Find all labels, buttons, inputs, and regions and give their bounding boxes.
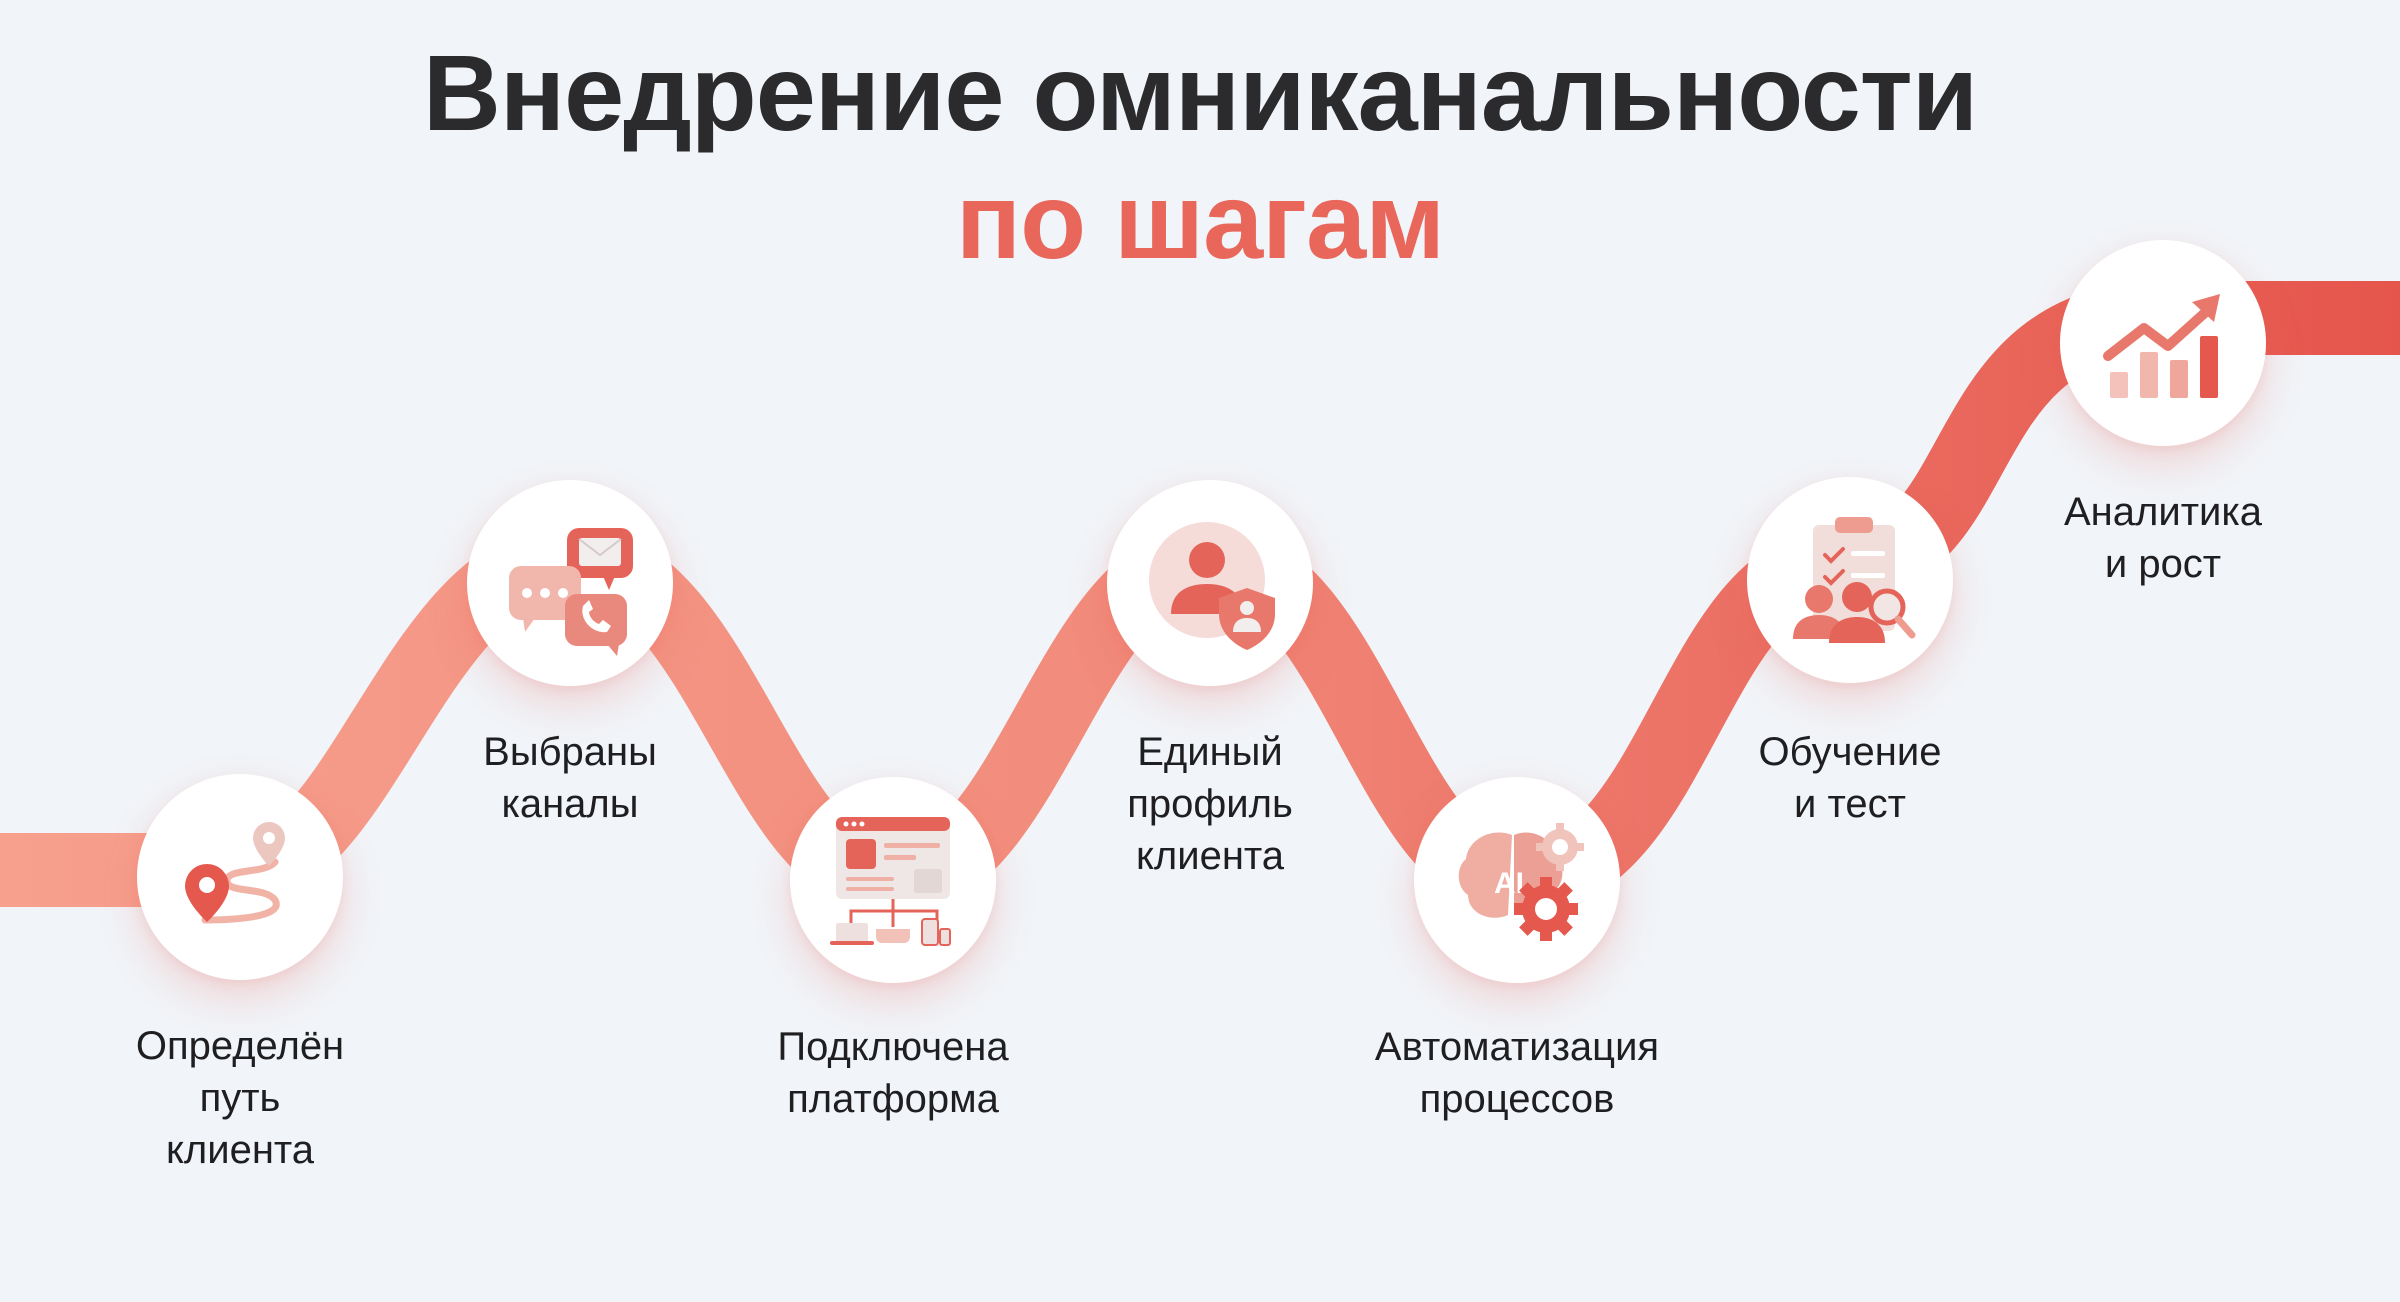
growth-chart-icon bbox=[2103, 294, 2220, 398]
page-title: Внедрение омниканальности bbox=[422, 32, 1978, 153]
step-4-circle bbox=[1107, 480, 1313, 686]
step-1-circle bbox=[137, 774, 343, 980]
step-5-circle: AI bbox=[1414, 777, 1620, 983]
chat-channels-icon bbox=[509, 528, 633, 656]
step-3-label: Подключена платформа bbox=[777, 1025, 1009, 1121]
page-subtitle: по шагам bbox=[955, 160, 1445, 281]
step-5-label: Автоматизация процессов bbox=[1374, 1025, 1660, 1121]
step-1-label: Определён путь клиента bbox=[135, 1024, 345, 1172]
step-7-circle bbox=[2060, 240, 2266, 446]
ai-brain-gears-icon: AI bbox=[1458, 823, 1584, 941]
route-map-pin-icon bbox=[185, 822, 285, 924]
clipboard-team-search-icon bbox=[1793, 517, 1916, 643]
step-4-label: Единый профиль клиента bbox=[1127, 730, 1293, 878]
svg-text:AI: AI bbox=[1494, 867, 1524, 900]
platform-network-icon bbox=[830, 817, 951, 946]
step-2-circle bbox=[467, 480, 673, 686]
step-3-circle bbox=[790, 777, 996, 983]
step-6-circle bbox=[1747, 477, 1953, 683]
step-2-label: Выбраны каналы bbox=[483, 730, 657, 826]
step-6-label: Обучение и тест bbox=[1758, 730, 1942, 826]
user-profile-shield-icon bbox=[1149, 522, 1275, 650]
step-7-label: Аналитика и рост bbox=[2064, 490, 2262, 586]
